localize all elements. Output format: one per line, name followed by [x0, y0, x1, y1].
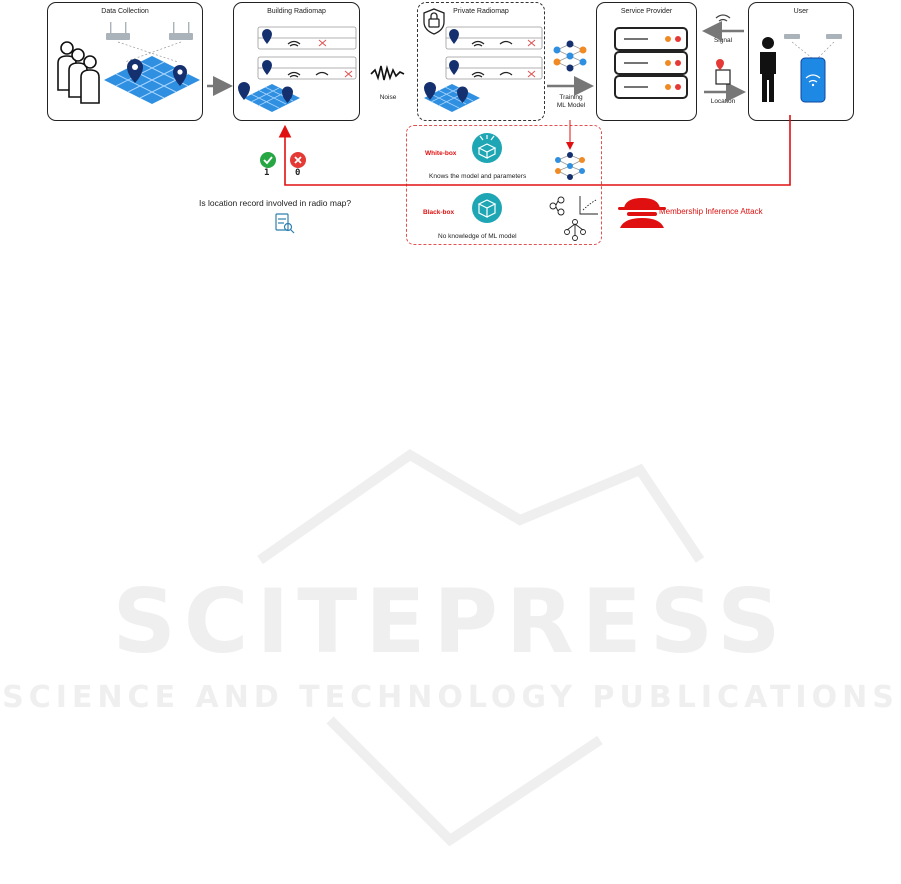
router-links — [117, 41, 182, 63]
router-icon — [106, 22, 193, 40]
member-check-icon — [260, 152, 276, 168]
noise-icon — [370, 64, 405, 81]
signal-label: Signal — [713, 37, 733, 44]
neural-network-icon — [553, 40, 587, 72]
membership-question: Is location record involved in radio map… — [199, 198, 352, 208]
data-collection-title: Data Collection — [101, 8, 149, 15]
training-label-1: Training — [559, 94, 583, 101]
building-radiomap-title: Building Radiomap — [267, 8, 326, 15]
ml-models-icon — [549, 196, 598, 241]
user-router-icon — [784, 34, 842, 39]
lock-shield-icon — [423, 8, 445, 35]
radiomap-table-icon — [257, 26, 357, 80]
no-signal-icons — [318, 39, 536, 78]
building-map-grid-icon — [244, 84, 300, 112]
people-group-icon — [57, 41, 100, 104]
white-box-label: White-box — [425, 150, 457, 157]
user-title: User — [793, 8, 809, 15]
wifi-icons — [287, 40, 513, 78]
signal-wifi-icon — [715, 14, 731, 22]
service-provider-title: Service Provider — [620, 8, 673, 15]
watermark-tagline: SCIENCE AND TECHNOLOGY PUBLICATIONS — [2, 680, 899, 715]
black-box-icon — [472, 193, 502, 223]
watermark-brand: SCITEPRESS — [112, 570, 789, 673]
private-location-pins — [424, 29, 468, 103]
white-box-neural-icon — [555, 152, 585, 180]
noise-label: Noise — [379, 94, 397, 101]
user-person-icon — [760, 37, 776, 102]
white-box-icon — [472, 133, 502, 163]
location-pin-icon — [127, 59, 187, 86]
smartphone-icon — [800, 57, 826, 103]
member-value: 1 — [264, 168, 270, 178]
attack-path-line — [278, 115, 791, 186]
mia-title: Membership Inference Attack — [659, 207, 763, 216]
server-icon — [614, 27, 688, 99]
hacker-icon — [618, 198, 666, 228]
radio-map-grid-icon — [104, 56, 200, 104]
training-label-2: ML Model — [556, 102, 586, 109]
private-table-icon — [445, 26, 543, 80]
black-box-description: No knowledge of ML model — [438, 233, 517, 240]
white-box-description: Knows the model and parameters — [429, 173, 527, 180]
nonmember-value: 0 — [295, 168, 301, 178]
black-box-label: Black-box — [423, 209, 455, 216]
building-location-pins — [238, 29, 293, 103]
user-router-links — [791, 41, 835, 59]
location-map-icon — [715, 59, 731, 85]
location-label: Location — [710, 98, 736, 105]
nonmember-cross-icon — [290, 152, 306, 168]
private-radiomap-title: Private Radiomap — [453, 8, 509, 15]
document-search-icon — [275, 213, 295, 234]
